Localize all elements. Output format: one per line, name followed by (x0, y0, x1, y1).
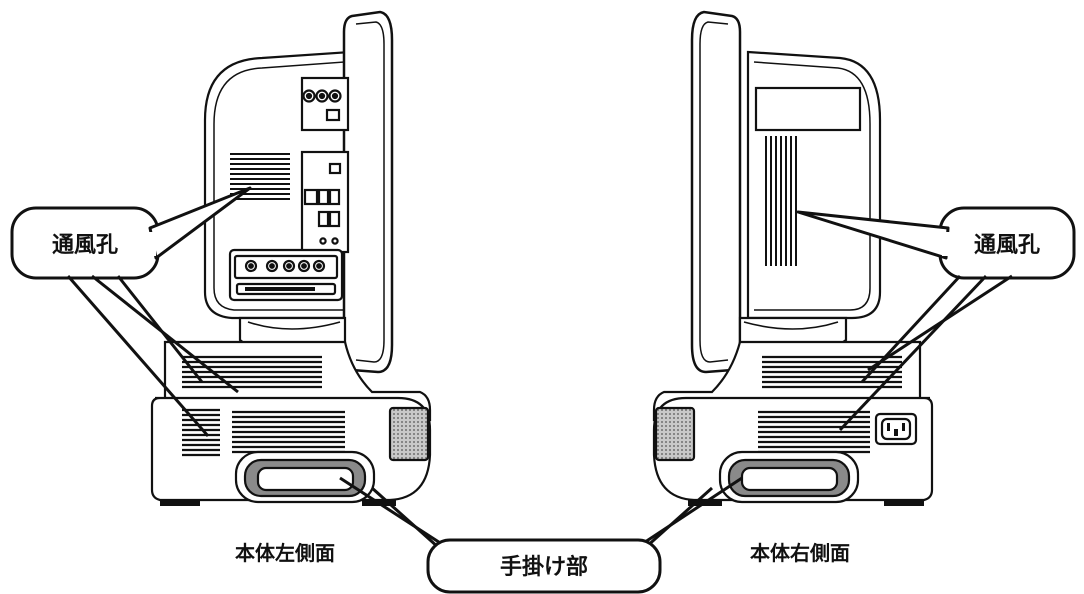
right-screen-bezel (690, 10, 742, 374)
power-inlet (874, 412, 918, 446)
vent-callout-left: 通風孔 (10, 186, 252, 437)
left-side-view (150, 10, 432, 506)
handle-label: 手掛け部 (500, 554, 588, 580)
right-label-plate (754, 86, 862, 132)
right-side-view (652, 10, 934, 506)
vent-label-left: 通風孔 (52, 233, 118, 258)
vent-callout-right: 通風孔 (796, 206, 1076, 432)
left-screen-bezel (342, 10, 394, 374)
right-side-caption: 本体右側面 (750, 541, 850, 565)
left-port-panel (228, 76, 350, 302)
left-speaker-grille (388, 406, 430, 462)
handle-callout: 手掛け部 (339, 476, 743, 594)
left-monitor-vent (230, 153, 290, 200)
left-handle (234, 450, 376, 504)
left-side-caption: 本体左側面 (235, 541, 335, 565)
vent-label-right: 通風孔 (974, 233, 1040, 258)
right-monitor-vent (765, 136, 797, 266)
right-handle (718, 450, 860, 504)
right-speaker-grille (654, 406, 696, 462)
